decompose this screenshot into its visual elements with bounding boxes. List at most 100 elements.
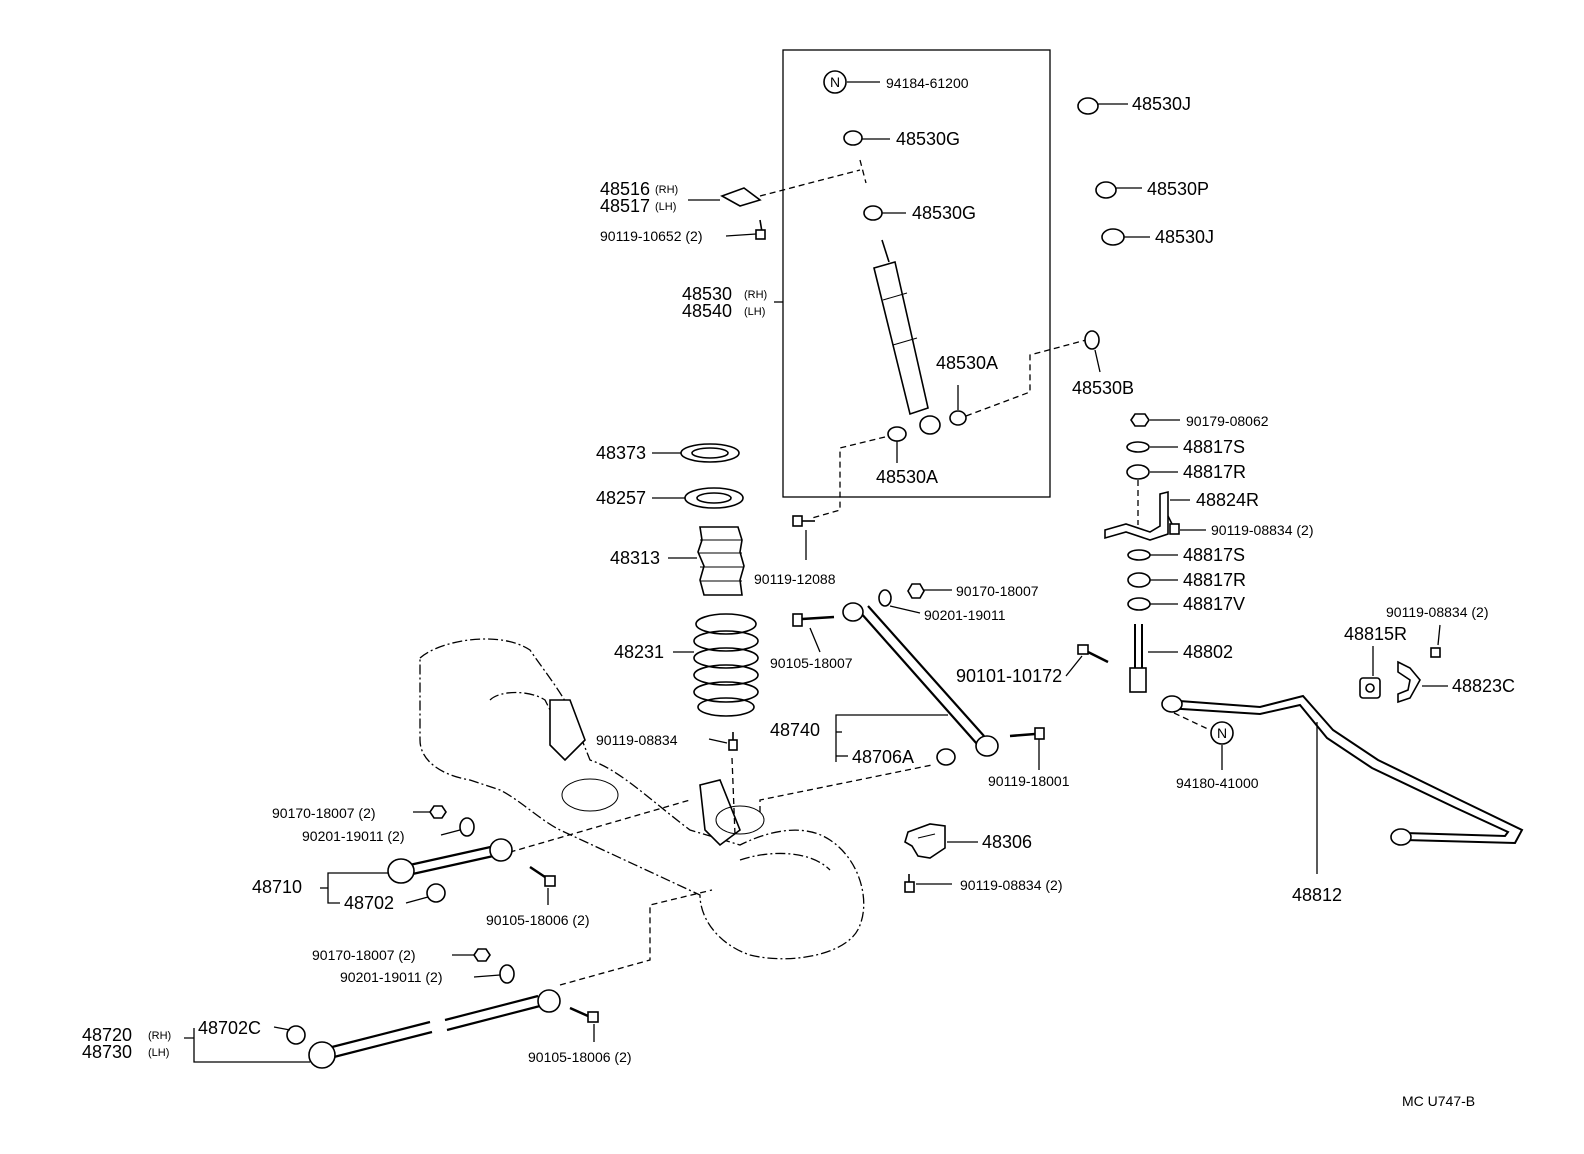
label-48530j-lower: 48530J: [1155, 227, 1214, 247]
shock-absorber-group-box: [782, 49, 1051, 498]
label-48530b: 48530B: [1072, 378, 1134, 398]
label-48720: 48720: [82, 1025, 132, 1045]
label-lh-shock: (LH): [744, 306, 765, 318]
label-90119-12088: 90119-12088: [754, 571, 836, 587]
insulator-48257-part: [652, 487, 744, 509]
dash-spring-to-axle: [731, 757, 736, 836]
label-48530a-lower: 48530A: [876, 467, 938, 487]
label-90119-08834-stabilizer: 90119-08834 (2): [1386, 604, 1488, 620]
label-90179-08062: 90179-08062: [1186, 413, 1269, 429]
label-lh-arm: (LH): [148, 1047, 169, 1059]
label-90201-19011-upper: 90201-19011: [924, 607, 1006, 623]
label-48231: 48231: [614, 642, 664, 662]
label-48824r: 48824R: [1196, 490, 1259, 510]
bolt-90119-08834-stabilizer-part: [1430, 624, 1441, 658]
label-90105-18006-arm1: 90105-18006 (2): [486, 912, 590, 928]
bolt-90119-12088-part: [792, 515, 815, 560]
label-48823c: 48823C: [1452, 676, 1515, 696]
bolt-90105-18006-arm2-part: [569, 1006, 599, 1042]
dash-lower-arm-to-axle: [559, 889, 713, 986]
washer-90201-19011-arm2-part: [473, 964, 515, 984]
label-90201-19011-arm1: 90201-19011 (2): [302, 828, 404, 844]
leader-90119-10652: [725, 233, 757, 237]
retainer-48817v-part: [1127, 597, 1178, 611]
retainer-48817s-lower-part: [1127, 549, 1178, 561]
bolt-90119-18001-part: [1009, 727, 1045, 770]
label-rh-shock: (RH): [744, 289, 767, 301]
bracket-48516-part: [688, 169, 861, 240]
label-90119-10652: 90119-10652 (2): [600, 228, 702, 244]
label-48702c: 48702C: [198, 1018, 261, 1038]
nut-94180-41000-part: N: [1210, 721, 1234, 770]
label-rh-arm: (RH): [148, 1030, 171, 1042]
label-48530p: 48530P: [1147, 179, 1209, 199]
bushing-48706a-part: [936, 748, 956, 766]
shock-absorber-part: [811, 239, 1087, 519]
coil-spring-48231-part: [673, 613, 759, 717]
label-48740: 48740: [770, 720, 820, 740]
label-48802: 48802: [1183, 642, 1233, 662]
nut-94184-61200-part: N: [823, 70, 880, 94]
bolt-90105-18007-part: [792, 613, 835, 653]
label-48306: 48306: [982, 832, 1032, 852]
label-48730: 48730: [82, 1042, 132, 1062]
label-90101-10172: 90101-10172: [956, 666, 1062, 686]
n-mark-text: N: [830, 74, 840, 90]
bracket-48306-part: [904, 823, 978, 859]
washer-90201-19011-arm1-part: [440, 817, 475, 837]
cushion-48530g-lower-part: [863, 205, 906, 221]
label-48530g-lower: 48530G: [912, 203, 976, 223]
reference-code: MC U747-B: [1402, 1093, 1475, 1109]
label-90119-08834-spring: 90119-08834: [596, 732, 678, 748]
label-48530: 48530: [682, 284, 732, 304]
label-48530g-upper: 48530G: [896, 129, 960, 149]
bracket-48824r-part: [1104, 490, 1190, 541]
leader-48702: [405, 896, 429, 904]
label-rh-bracket: (RH): [655, 184, 678, 196]
label-lh-bracket: (LH): [655, 201, 676, 213]
lateral-rod-48740-part: [842, 602, 999, 757]
nut-90170-18007-arm1-part: [413, 805, 447, 819]
bolt-90119-08834-spring-part: [708, 732, 738, 751]
label-90105-18007: 90105-18007: [770, 655, 853, 671]
label-90119-08834-bracket: 90119-08834 (2): [1211, 522, 1313, 538]
label-48702: 48702: [344, 893, 394, 913]
insulator-48373-part: [652, 443, 740, 463]
retainer-48817s-upper-part: [1126, 441, 1178, 453]
dash-rod-to-axle: [759, 764, 933, 812]
nut-90170-18007-arm2-part: [452, 948, 491, 962]
label-48812: 48812: [1292, 885, 1342, 905]
label-48710: 48710: [252, 877, 302, 897]
label-90119-08834-48306: 90119-08834 (2): [960, 877, 1062, 893]
label-48530a-upper: 48530A: [936, 353, 998, 373]
axle-housing-sketch: [419, 638, 865, 960]
label-48516: 48516: [600, 179, 650, 199]
bolt-90105-18006-arm1-part: [529, 865, 556, 905]
bushing-48815r-part: [1359, 646, 1381, 699]
label-94184-61200: 94184-61200: [886, 75, 969, 91]
label-48706a: 48706A: [852, 747, 914, 767]
label-90119-18001: 90119-18001: [988, 773, 1070, 789]
nut-90179-08062-part: [1130, 413, 1180, 427]
label-90170-18007-arm2: 90170-18007 (2): [312, 947, 416, 963]
label-48373: 48373: [596, 443, 646, 463]
washer-90201-19011-upper-part: [878, 589, 921, 614]
nut-90170-18007-upper-part: [907, 583, 952, 599]
label-90170-18007-arm1: 90170-18007 (2): [272, 805, 376, 821]
dash-upper-arm-to-axle: [499, 799, 691, 856]
label-48517: 48517: [600, 196, 650, 216]
cushion-48530g-upper-part: [843, 130, 890, 184]
label-48817s-upper: 48817S: [1183, 437, 1245, 457]
label-48817s-lower: 48817S: [1183, 545, 1245, 565]
cushion-48530b-part: [1084, 330, 1101, 373]
label-48540: 48540: [682, 301, 732, 321]
leader-48702c: [273, 1026, 291, 1031]
bracket-48823c-part: [1397, 660, 1448, 704]
label-48817r-upper: 48817R: [1183, 462, 1246, 482]
label-90170-18007-upper: 90170-18007: [956, 583, 1039, 599]
n-mark-text-2: N: [1217, 725, 1227, 741]
leader-48740: [835, 714, 948, 762]
stabilizer-bar-48812-part: [1161, 694, 1524, 874]
lower-control-arm-48720-part: [286, 989, 561, 1069]
